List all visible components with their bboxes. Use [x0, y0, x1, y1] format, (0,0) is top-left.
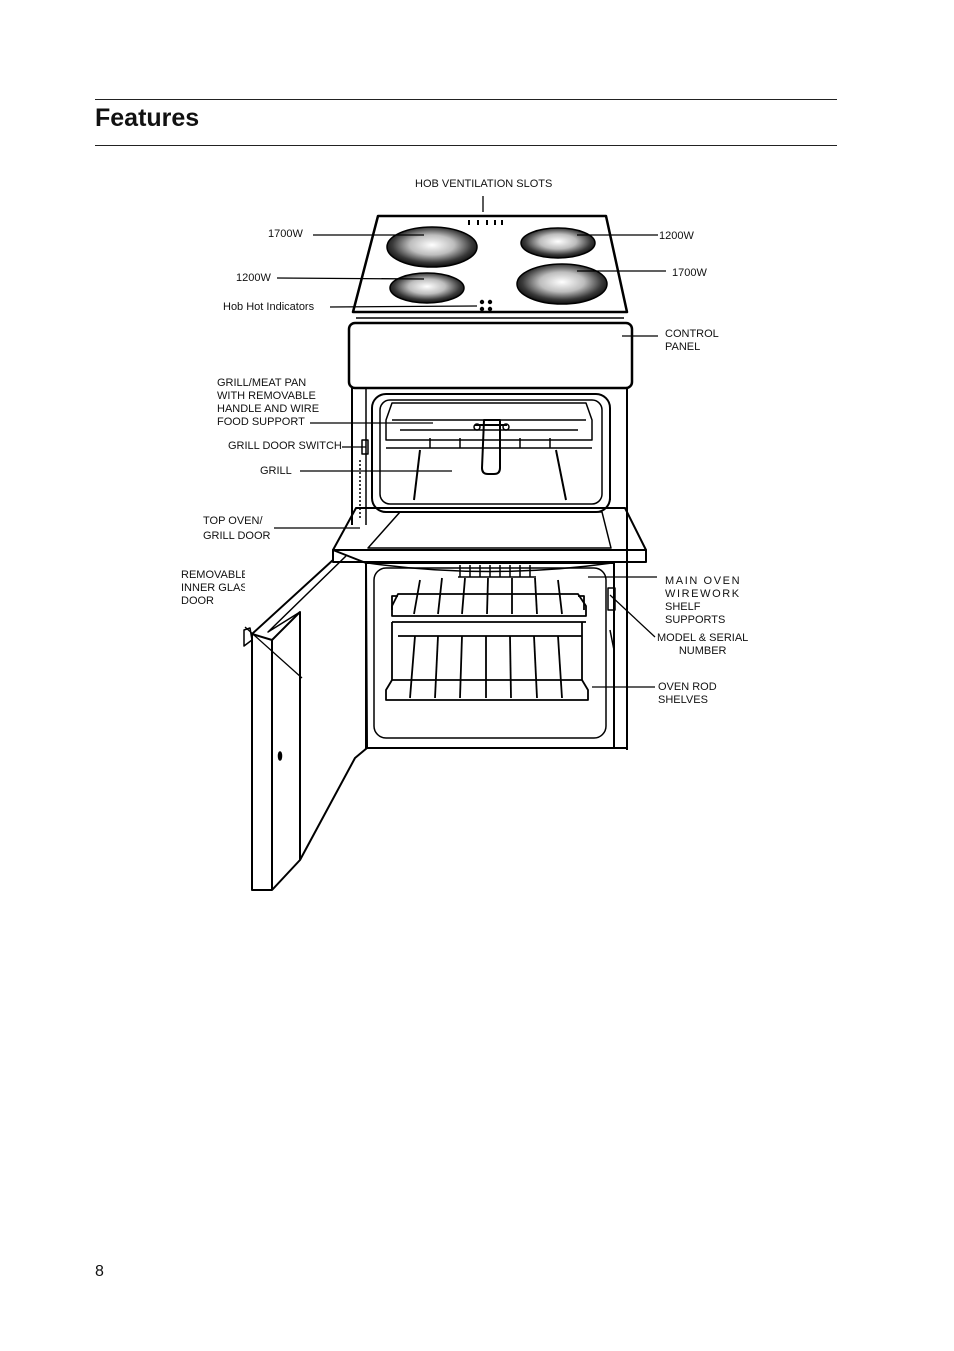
top-oven-grill-door	[332, 507, 647, 551]
label-left-rear-plate-wattage: 1700W	[268, 228, 303, 240]
label-line: WITH REMOVABLE	[217, 390, 316, 402]
label-grill-meat-pan: GRILL/MEAT PAN WITH REMOVABLE HANDLE AND…	[217, 377, 319, 429]
wirework-top	[458, 565, 536, 578]
label-model-serial-number: MODEL & SERIAL NUMBER	[657, 632, 748, 658]
label-line: GRILL/MEAT PAN	[217, 377, 307, 389]
label-line: WIREWORK	[665, 588, 741, 600]
hotplate-left-front	[389, 272, 465, 304]
label-hob-hot-indicators: Hob Hot Indicators	[223, 301, 315, 313]
oven-rod-shelf-upper	[391, 577, 587, 637]
hotplate-left-rear	[386, 226, 478, 268]
oven-rod-shelf-lower	[385, 621, 589, 701]
label-top-oven-grill-door: TOP OVEN/ GRILL DOOR	[203, 514, 270, 544]
title-underline	[95, 145, 837, 146]
label-line: GRILL DOOR	[203, 530, 271, 542]
page-title: Features	[95, 104, 200, 132]
label-line: OVEN ROD	[658, 681, 717, 693]
main-oven-door	[251, 549, 368, 891]
label-control-panel: CONTROL PANEL	[665, 328, 719, 354]
top-rule	[95, 99, 837, 100]
label-line: HANDLE AND WIRE	[217, 403, 320, 415]
hotplate-right-rear	[520, 227, 596, 259]
leader-lines	[244, 196, 666, 688]
label-line: SUPPORTS	[665, 614, 726, 626]
hob-hot-indicator-lights	[479, 299, 493, 312]
label-line: SHELVES	[658, 694, 708, 706]
label-hob-ventilation-slots: HOB VENTILATION SLOTS	[415, 178, 553, 190]
grill-compartment	[371, 393, 611, 513]
main-oven-cavity	[365, 562, 615, 749]
label-line: INNER GLAS	[181, 582, 245, 594]
label-line: MAIN OVEN	[665, 575, 742, 587]
label-line: MODEL & SERIAL	[657, 632, 749, 644]
label-right-rear-plate-wattage: 1200W	[659, 230, 694, 242]
grill-pan-handle	[475, 419, 507, 475]
label-line: FOOD SUPPORT	[217, 416, 305, 428]
label-grill-door-switch: GRILL DOOR SWITCH	[228, 440, 342, 452]
page-number: 8	[95, 1263, 104, 1280]
hob-ventilation-slots	[468, 220, 503, 225]
label-oven-rod-shelves: OVEN ROD SHELVES	[658, 681, 717, 707]
label-line: REMOVABLE	[181, 569, 245, 581]
hotplate-right-front	[516, 263, 608, 305]
label-right-front-plate-wattage: 1700W	[672, 267, 707, 279]
label-main-oven-wirework: MAIN OVEN WIREWORK SHELF SUPPORTS	[665, 575, 741, 627]
label-line: SHELF	[665, 601, 701, 613]
label-left-front-plate-wattage: 1200W	[236, 272, 271, 284]
label-line: CONTROL	[665, 328, 719, 340]
label-line: PANEL	[665, 341, 701, 353]
control-panel	[347, 321, 634, 390]
label-line: NUMBER	[678, 645, 727, 657]
label-line: TOP OVEN/	[203, 515, 263, 527]
label-grill: GRILL	[260, 465, 292, 477]
grill-pan	[385, 402, 593, 441]
label-line: DOOR	[181, 595, 214, 607]
removable-inner-glass-door	[243, 627, 253, 647]
label-removable-inner-glass-door: REMOVABLE INNER GLAS DOOR	[181, 569, 245, 608]
